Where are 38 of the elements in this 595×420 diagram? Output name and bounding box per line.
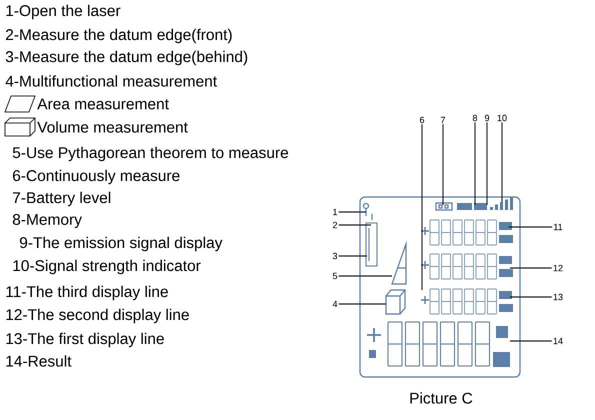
leader-line	[338, 224, 372, 226]
leader-line	[508, 226, 553, 228]
caption: Picture C	[410, 392, 472, 404]
list-item: 6-Continuously measure	[13, 170, 180, 184]
callout-number: 9	[484, 114, 490, 122]
list-item: 9-The emission signal display	[20, 236, 222, 252]
list-item: 10-Signal strength indicator	[13, 260, 201, 274]
leader-line	[474, 122, 476, 206]
callout-number: 2	[332, 222, 338, 228]
leader-line	[510, 340, 552, 342]
callout-number: 10	[498, 114, 507, 122]
callout-number: 12	[554, 264, 563, 272]
callout-number: 4	[332, 300, 338, 308]
list-item: 13-The first display line	[6, 332, 164, 348]
callout-number: 1	[333, 208, 338, 216]
list-item: 7-Battery level	[13, 192, 110, 206]
list-item: 11-The third display line	[6, 286, 168, 300]
callout-number: 14	[554, 338, 563, 344]
list-item: 5-Use Pythagorean theorem to measure	[12, 146, 288, 162]
list-item: 2-Measure the datum edge(front)	[6, 28, 232, 44]
callout-number: 13	[554, 294, 563, 300]
callout-number: 3	[332, 252, 338, 260]
callout-number: 11	[554, 224, 562, 230]
list-item: Volume measurement	[37, 121, 188, 133]
callout-number: 8	[472, 114, 478, 122]
leader-line	[486, 122, 488, 206]
leader-line	[510, 296, 552, 298]
list-item: 3-Measure the datum edge(behind)	[6, 50, 248, 66]
callout-number: 7	[440, 116, 446, 124]
list-item: 8-Memory	[12, 214, 82, 228]
list-item: 1-Open the laser	[6, 4, 120, 20]
list-item: 12-The second display line	[6, 308, 189, 324]
callout-number: 6	[420, 116, 424, 124]
leader-line	[442, 124, 444, 206]
callout-number: 5	[332, 272, 338, 280]
list-item: 4-Multifunctional measurement	[6, 75, 217, 87]
list-item: Area measurement	[37, 98, 169, 110]
list-item: 14-Result	[6, 355, 72, 367]
